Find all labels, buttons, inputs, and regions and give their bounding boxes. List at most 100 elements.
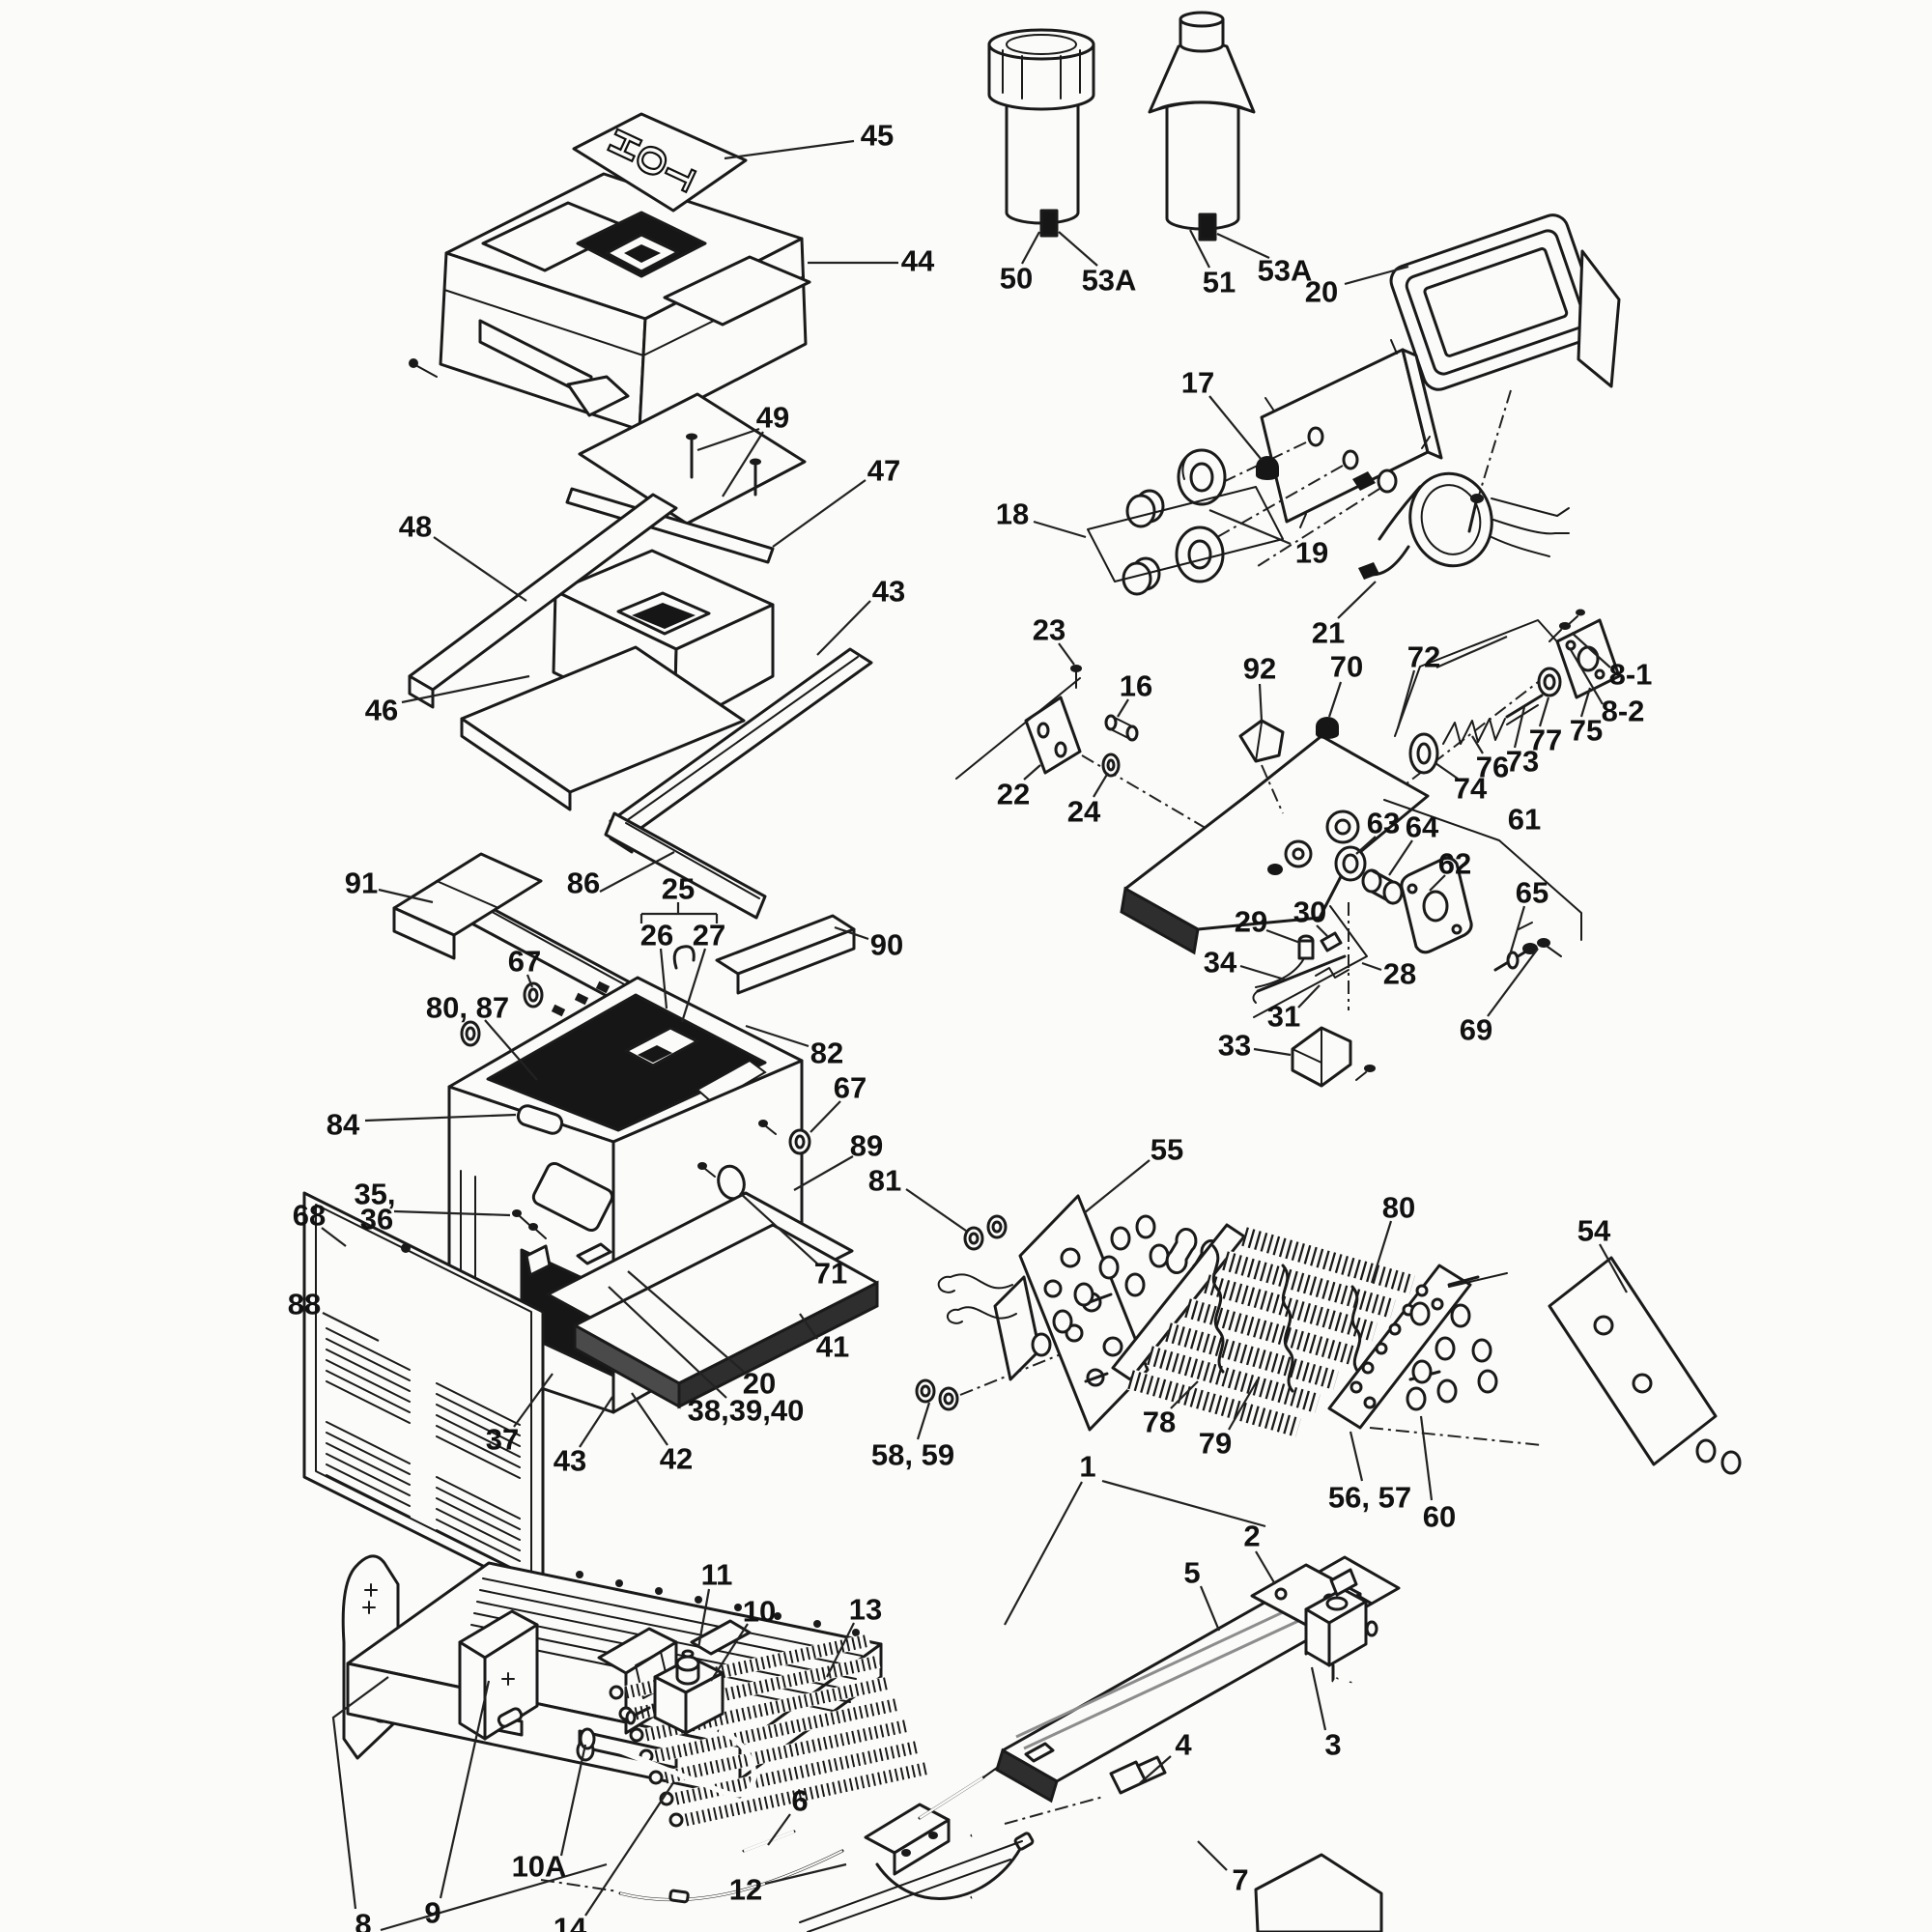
leader-line-81 [905,1188,967,1232]
callout-43: 43 [872,575,905,609]
callout-33: 33 [1218,1029,1251,1063]
leader-line-18 [1033,520,1087,539]
manifold-assembly-drawing [970,1555,1401,1932]
leader-line-8-2 [1569,647,1604,705]
callout-49: 49 [756,401,789,435]
mounting-bracket-22 [1024,696,1082,775]
leader-line-41 [799,1313,818,1340]
control-panel-plate-edge [1401,348,1443,460]
pilot-valve-3 [1304,1568,1378,1683]
leader-line-49 [722,431,764,497]
leader-line-16 [1117,698,1129,718]
bracket-25-glyph [639,902,719,923]
callout-67: 67 [508,945,541,979]
callout-5: 5 [1183,1556,1200,1590]
stem-73 [1505,694,1544,719]
leader-line-33 [1253,1047,1292,1057]
leader-line-78 [1170,1380,1199,1409]
callout-69: 69 [1460,1013,1492,1047]
callout-89: 89 [850,1129,883,1163]
leader-line-21 [1337,581,1377,619]
bracket-33 [1291,902,1376,1088]
gas-valve-body [1123,734,1430,931]
leader-line-53A [1216,233,1270,259]
leader-line-86 [599,851,675,893]
leader-line-55 [1083,1159,1151,1214]
leader-line-75 [1579,687,1592,718]
bezel-side-flange [1577,249,1621,388]
leader-line-10 [710,1623,749,1682]
leader-line-26 [659,948,668,1009]
leader-line-13 [826,1622,855,1678]
callout-84: 84 [327,1108,360,1142]
callout-48: 48 [399,510,432,544]
leader-line-36 [393,1209,511,1217]
leader-line-72 [1435,635,1508,669]
stack-cone-tab [1198,213,1217,242]
leader-line-43 [816,600,871,656]
tube-sheet-right-80 [1327,1264,1480,1430]
leader-line-54 [1599,1243,1628,1293]
callout-10A: 10A [512,1850,567,1884]
heat-exchanger-assembly-drawing [937,1194,1742,1475]
leader-line-70 [1327,681,1343,718]
leader-line-5 [1199,1585,1221,1632]
callout-41: 41 [816,1330,849,1364]
leader-line-37 [513,1373,554,1428]
callout-25: 25 [662,872,695,906]
leader-line-8 [380,1862,608,1932]
callout-23: 23 [1033,613,1065,647]
stack-cone-body [1165,95,1240,231]
leader-line-8 [331,1676,389,1910]
leader-line-23 [1058,642,1075,666]
louvered-door-drawing [302,1191,545,1598]
leader-line-74 [1435,762,1459,780]
callout-9: 9 [424,1896,440,1930]
pilot-tubing [540,1830,844,1904]
leader-line-27 [680,948,707,1023]
clip-92 [1238,719,1285,814]
leader-line-3 [1310,1666,1327,1731]
callout-64: 64 [1406,810,1439,844]
leader-line-9 [439,1680,491,1899]
leader-line-82 [745,1024,810,1048]
leader-line-45 [724,139,855,160]
callout-75: 75 [1570,714,1603,748]
screw-icon [1548,609,1585,642]
callout-3: 3 [1324,1728,1341,1762]
side-rail-90 [715,914,856,995]
leader-line-65 [1507,905,1526,959]
callout-53A: 53A [1082,264,1137,298]
callout-19: 19 [1295,536,1328,570]
wiring-harness [1352,471,1570,580]
leader-line-80, 87 [484,1019,538,1081]
leader-line-20 [1344,265,1409,286]
callout-2: 2 [1243,1520,1260,1553]
callout-60: 60 [1423,1500,1456,1534]
leader-line-28 [1361,961,1382,972]
switch-cluster [1252,905,1368,1018]
leader-line-79 [1228,1378,1259,1431]
burner-tray-assembly-drawing [341,1554,1035,1932]
manifold-pipe-14 [579,1727,757,1798]
leader-line-62 [1429,874,1446,892]
callout-63: 63 [1367,807,1400,840]
callout-24: 24 [1067,795,1101,829]
control-panel-plate [1260,348,1430,524]
leader-line-69 [1487,948,1539,1017]
leader-line-11 [696,1588,711,1649]
callout-74: 74 [1454,772,1488,806]
callout-55: 55 [1151,1133,1183,1167]
callout-6: 6 [791,1784,808,1818]
callout-7: 7 [1232,1863,1248,1897]
cabinet-assembly-drawing [302,811,1071,1598]
bushing-64 [1361,868,1404,905]
trim-rail-48-end [408,674,435,709]
callout-36: 36 [360,1203,393,1236]
handle-slot-84 [516,1104,564,1135]
callout-79: 79 [1199,1427,1232,1461]
callout-86: 86 [567,867,600,900]
leader-line-53A [1058,231,1098,267]
leader-line-17 [1208,395,1263,461]
